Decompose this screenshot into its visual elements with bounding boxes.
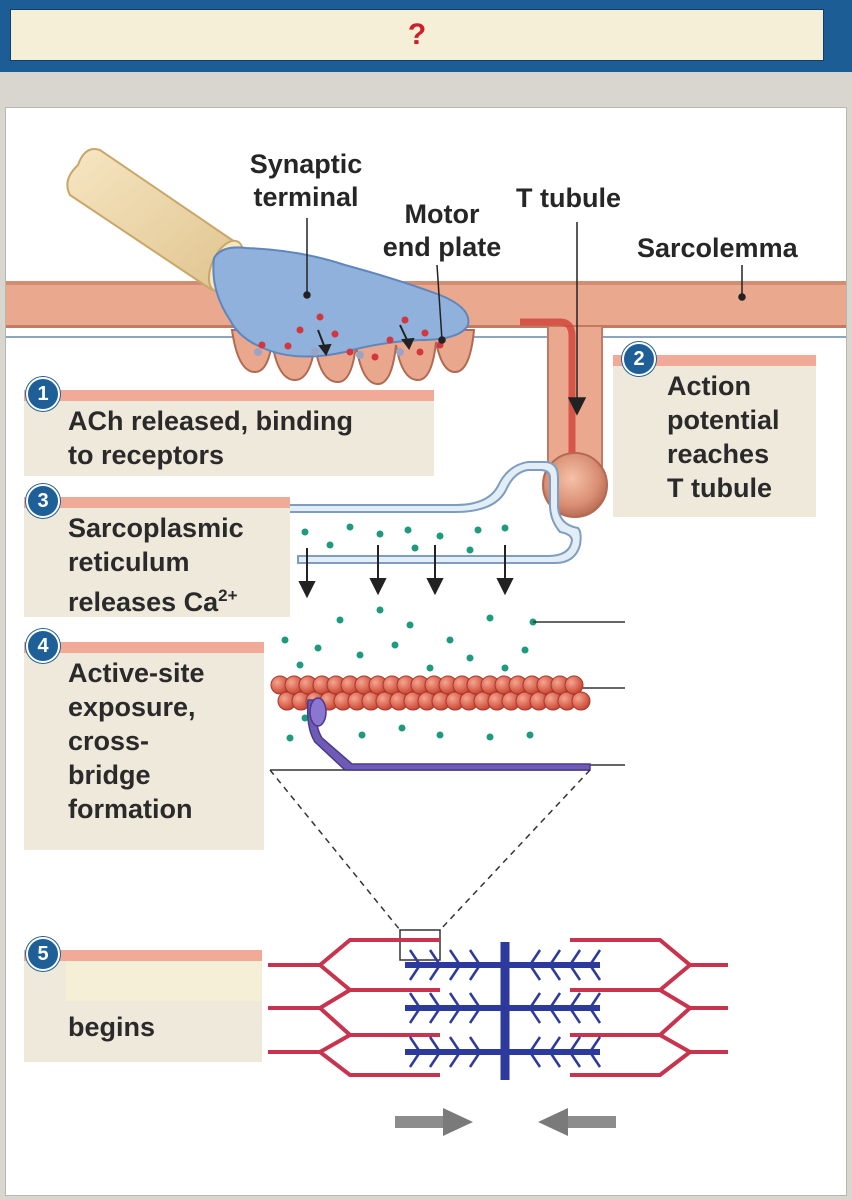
step-3-text: Sarcoplasmic reticulum releases Ca2+ xyxy=(68,511,244,619)
step-5-text: begins xyxy=(68,1010,155,1044)
step-5-box: begins xyxy=(24,950,262,1062)
step-5-badge: 5 xyxy=(26,937,60,971)
t-tubule xyxy=(520,318,608,518)
step-5-line1: begins xyxy=(68,1012,156,1042)
sarcomere xyxy=(268,938,728,1080)
ach-release-arrows xyxy=(317,324,415,356)
step-3-line2: reticulum xyxy=(68,547,190,577)
step-3-box: Sarcoplasmic reticulum releases Ca2+ xyxy=(24,497,290,617)
header-bar: ? xyxy=(0,0,852,72)
step-2-text: Action potential reaches T tubule xyxy=(667,369,780,505)
ach-receptors xyxy=(254,348,404,359)
calcium-ions xyxy=(271,523,537,742)
step-5-bar xyxy=(24,950,262,961)
step-1-text: ACh released, binding to receptors xyxy=(68,404,353,472)
step-4-box: Active-site exposure, cross- bridge form… xyxy=(24,642,264,850)
step-2-line1: Action xyxy=(667,371,751,401)
calcium-release-arrows xyxy=(298,545,514,599)
step-4-line1: Active-site xyxy=(68,658,205,688)
step-4-text: Active-site exposure, cross- bridge form… xyxy=(68,656,205,826)
motor-end-plate-label-line2: end plate xyxy=(382,232,502,262)
step-4-line2: exposure, xyxy=(68,692,196,722)
calcium-charge: 2+ xyxy=(218,586,238,605)
thick-filaments xyxy=(405,942,600,1080)
step-2-badge: 2 xyxy=(622,342,656,376)
myosin-heads xyxy=(408,949,602,1068)
motor-end-plate-label-line1: Motor xyxy=(404,199,480,229)
step-2-box: Action potential reaches T tubule xyxy=(613,355,816,517)
step-3-line3: releases Ca2+ xyxy=(68,579,244,619)
arrow-left-icon xyxy=(538,1108,616,1136)
synaptic-terminal-label-line1: Synaptic xyxy=(249,149,363,179)
step-1-line2: to receptors xyxy=(68,440,225,470)
step-5-blank xyxy=(66,961,262,1001)
step-4-badge: 4 xyxy=(26,629,60,663)
arrow-right-icon xyxy=(395,1108,473,1136)
zoom-box xyxy=(399,929,441,961)
title-text: ? xyxy=(407,18,427,51)
step-2-line4: T tubule xyxy=(667,473,772,503)
step-1-box: ACh released, binding to receptors xyxy=(24,390,434,476)
synaptic-terminal xyxy=(212,246,470,358)
thin-filaments xyxy=(268,938,728,1077)
step-3-bar xyxy=(24,497,290,508)
step-4-bar xyxy=(24,642,264,653)
actin-bead xyxy=(564,675,584,695)
step-2-line2: potential xyxy=(667,405,780,435)
zoom-lines xyxy=(269,769,591,931)
actin-bead xyxy=(571,691,591,711)
step-4-line3: cross- xyxy=(68,726,150,756)
step-1-badge: 1 xyxy=(26,377,60,411)
synaptic-terminal-label: Synaptic terminal xyxy=(226,148,386,214)
step-1-line1: ACh released, binding xyxy=(68,406,354,436)
t-tubule-label: T tubule xyxy=(516,183,621,213)
step-3-line1: Sarcoplasmic xyxy=(68,513,244,543)
title-box: ? xyxy=(10,9,824,61)
sarcoplasmic-reticulum xyxy=(274,461,582,564)
step-4-line4: bridge xyxy=(68,760,151,790)
motor-end-plate-label: Motor end plate xyxy=(362,198,522,264)
step-3-badge: 3 xyxy=(26,484,60,518)
step-2-bar xyxy=(613,355,816,366)
step-2-line3: reaches xyxy=(667,439,770,469)
synaptic-terminal-label-line2: terminal xyxy=(253,182,359,212)
sarcolemma-label: Sarcolemma xyxy=(637,233,798,263)
step-4-line5: formation xyxy=(68,794,193,824)
step-3-line3-text: releases Ca xyxy=(68,587,219,617)
step-1-bar xyxy=(24,390,434,401)
leader-lines xyxy=(303,218,746,416)
